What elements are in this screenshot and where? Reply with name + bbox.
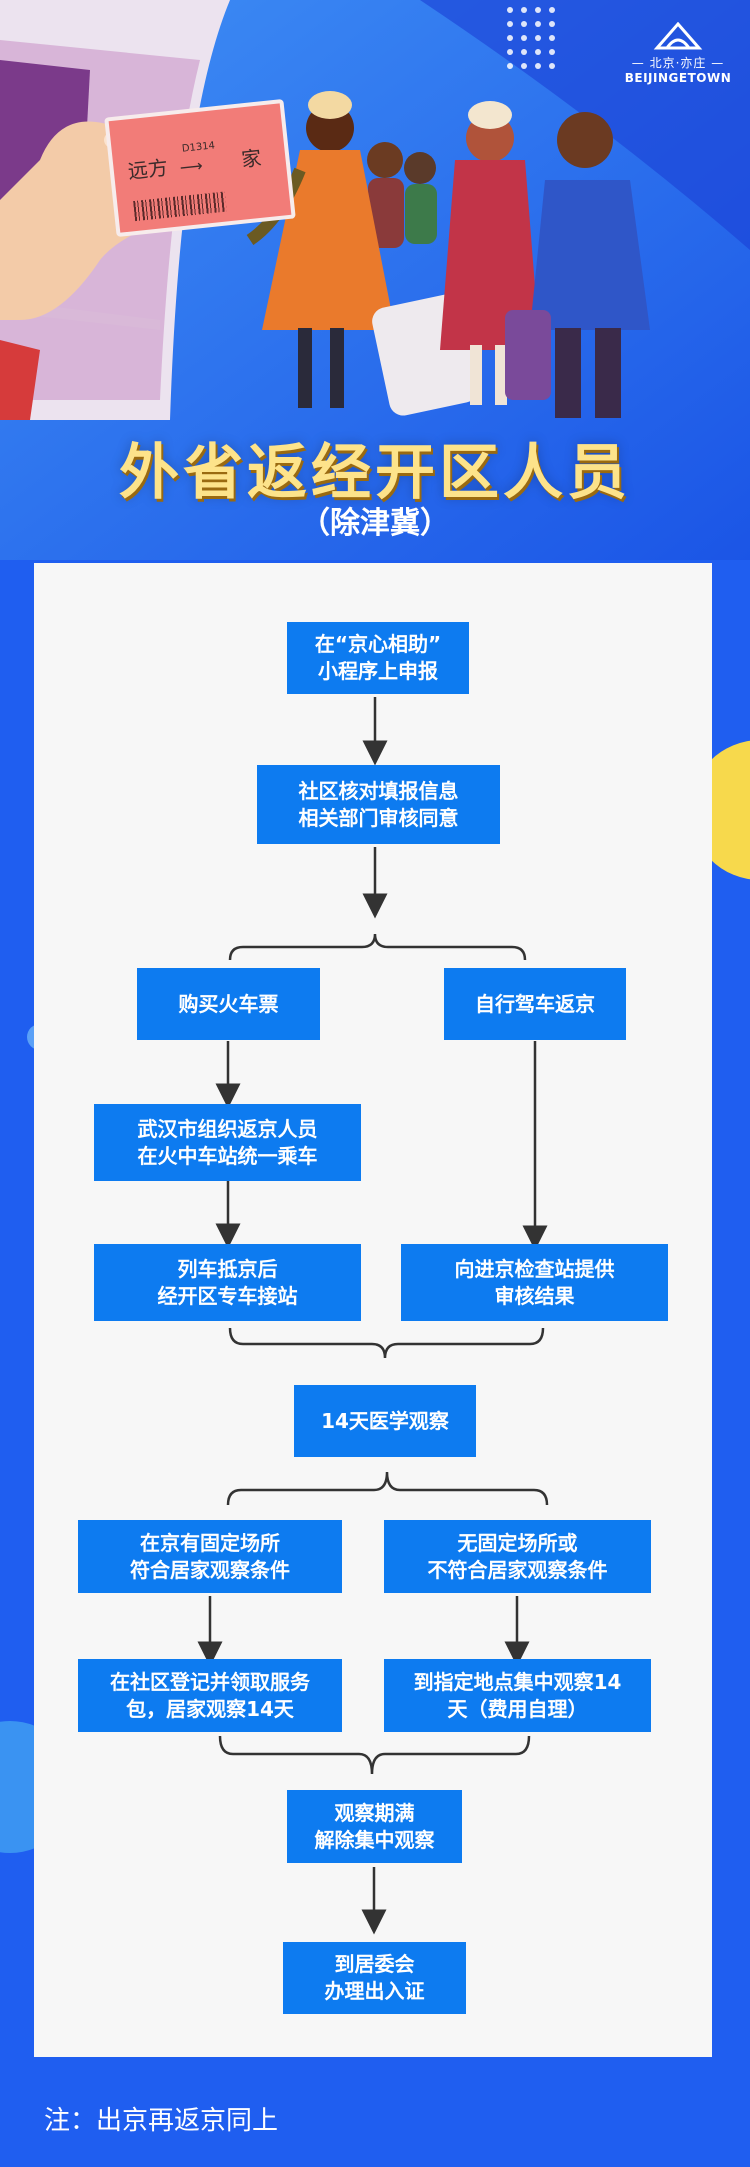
travelers-illustration bbox=[246, 91, 650, 418]
logo-cn-text: — 北京·亦庄 — bbox=[631, 56, 725, 70]
step-verify: 社区核对填报信息 相关部门审核同意 bbox=[257, 765, 500, 844]
dot-grid-decoration bbox=[507, 7, 555, 69]
step-wuhan-organize: 武汉市组织返京人员 在火中车站统一乘车 bbox=[94, 1104, 361, 1181]
step-observe-14-days: 14天医学观察 bbox=[294, 1385, 476, 1457]
step-no-fixed-place: 无固定场所或 不符合居家观察条件 bbox=[384, 1520, 651, 1593]
step-central-observation: 到指定地点集中观察14 天（费用自理） bbox=[384, 1659, 651, 1732]
logo: — 北京·亦庄 — BEIJINGETOWN bbox=[620, 22, 736, 85]
step-observation-end: 观察期满 解除集中观察 bbox=[287, 1790, 462, 1863]
page-subtitle: （除津冀） bbox=[300, 506, 450, 541]
step-train-arrive: 列车抵京后 经开区专车接站 bbox=[94, 1244, 361, 1321]
step-checkpoint: 向进京检查站提供 审核结果 bbox=[401, 1244, 668, 1321]
step-apply-pass: 到居委会 办理出入证 bbox=[283, 1942, 466, 2014]
footer-note: 注：出京再返京同上 bbox=[44, 2106, 279, 2136]
step-self-drive: 自行驾车返京 bbox=[444, 968, 626, 1040]
step-report: 在“京心相助” 小程序上申报 bbox=[287, 622, 469, 694]
step-fixed-place: 在京有固定场所 符合居家观察条件 bbox=[78, 1520, 342, 1593]
step-home-observation: 在社区登记并领取服务 包，居家观察14天 bbox=[78, 1659, 342, 1732]
logo-en-text: BEIJINGETOWN bbox=[624, 71, 732, 85]
page-title: 外省返经开区人员 bbox=[119, 438, 631, 508]
step-buy-ticket: 购买火车票 bbox=[137, 968, 320, 1040]
beijing-etown-logo-icon bbox=[653, 22, 703, 50]
